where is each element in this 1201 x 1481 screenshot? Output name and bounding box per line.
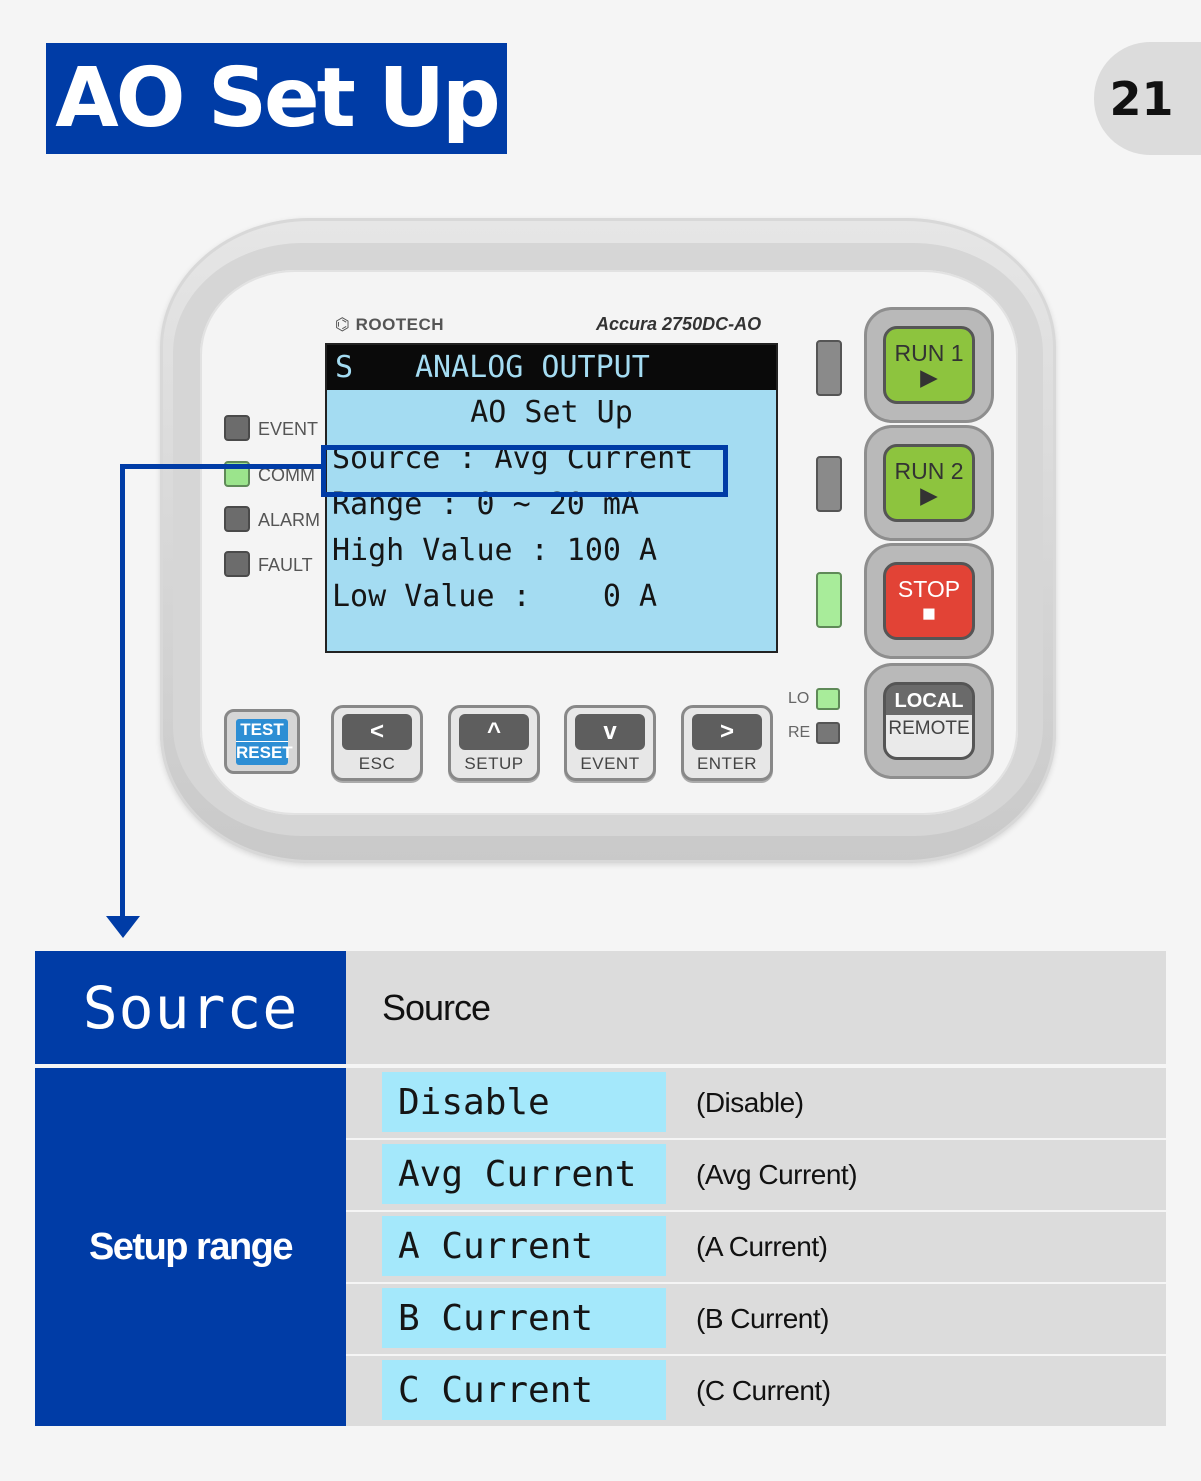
stop-label: STOP: [897, 575, 961, 602]
connector-line-vertical: [120, 464, 125, 920]
table-row: B Current (B Current): [346, 1284, 1166, 1354]
table-row: C Current (C Current): [346, 1356, 1166, 1426]
chevron-down-icon: v: [575, 714, 645, 750]
local-label: LOCAL: [886, 685, 972, 715]
setup-button[interactable]: ^ SETUP: [448, 705, 540, 781]
option-display: Avg Current: [382, 1144, 666, 1204]
alarm-led-label: ALARM: [258, 510, 321, 530]
page-number: 21: [1094, 42, 1201, 155]
event-led-label: EVENT: [258, 419, 319, 439]
run1-button-face: RUN 1 ▶: [883, 326, 975, 404]
local-remote-button-face: LOCAL REMOTE: [883, 682, 975, 760]
run1-indicator-led: [816, 340, 842, 396]
event-led: [224, 415, 250, 441]
lo-led: [816, 688, 840, 710]
run2-button-face: RUN 2 ▶: [883, 444, 975, 522]
re-led: [816, 722, 840, 744]
test-label: TEST: [240, 719, 284, 739]
reset-label: RESET: [236, 740, 293, 762]
arrow-down-icon: [106, 916, 140, 938]
table-row: Avg Current (Avg Current): [346, 1140, 1166, 1210]
lcd-header: S ANALOG OUTPUT: [327, 345, 776, 390]
option-display: C Current: [382, 1360, 666, 1420]
run2-button[interactable]: RUN 2 ▶: [864, 425, 994, 541]
test-reset-button[interactable]: TEST RESET: [224, 709, 300, 774]
model-name: Accura 2750DC-AO: [596, 314, 762, 334]
play-icon: ▶: [920, 364, 938, 390]
stop-button[interactable]: STOP ■: [864, 543, 994, 659]
run1-label: RUN 1: [894, 339, 964, 366]
lcd-header-title: ANALOG OUTPUT: [415, 350, 650, 385]
lcd-subtitle: AO Set Up: [470, 395, 633, 430]
re-label: RE: [788, 724, 811, 741]
page-title: AO Set Up: [46, 43, 507, 154]
source-desc-cell: Source: [346, 951, 1166, 1064]
chevron-up-icon: ^: [459, 714, 529, 750]
stop-square-icon: ■: [922, 600, 936, 626]
event-label: EVENT: [580, 754, 640, 773]
stop-indicator-led: [816, 572, 842, 628]
fault-led: [224, 551, 250, 577]
comm-led-label: COMM: [258, 465, 315, 485]
local-remote-button[interactable]: LOCAL REMOTE: [864, 663, 994, 779]
play-icon: ▶: [920, 482, 938, 508]
lcd-screen: S ANALOG OUTPUT AO Set Up Source : Avg C…: [325, 343, 778, 653]
chevron-left-icon: <: [342, 714, 412, 750]
lcd-line-low-value: Low Value : 0 A: [332, 579, 658, 614]
option-desc: (Avg Current): [696, 1159, 858, 1190]
event-button[interactable]: v EVENT: [564, 705, 656, 781]
chevron-right-icon: >: [692, 714, 762, 750]
run2-label: RUN 2: [894, 457, 964, 484]
enter-button[interactable]: > ENTER: [681, 705, 773, 781]
stop-button-face: STOP ■: [883, 562, 975, 640]
esc-button[interactable]: < ESC: [331, 705, 423, 781]
option-desc: (C Current): [696, 1375, 831, 1406]
table-row: Disable (Disable): [346, 1068, 1166, 1138]
run2-indicator-led: [816, 456, 842, 512]
lcd-header-s: S: [335, 350, 354, 385]
option-display: B Current: [382, 1288, 666, 1348]
option-desc: (B Current): [696, 1303, 829, 1334]
setup-label: SETUP: [464, 754, 524, 773]
remote-label: REMOTE: [886, 715, 972, 757]
alarm-led: [224, 506, 250, 532]
source-display-cell: Source: [35, 951, 346, 1064]
connector-line-horizontal: [120, 464, 322, 469]
brand-logo: ⌬ ROOTECH: [335, 315, 445, 334]
fault-led-label: FAULT: [258, 555, 313, 575]
option-desc: (Disable): [696, 1087, 804, 1118]
table-row: A Current (A Current): [346, 1212, 1166, 1282]
setup-range-label: Setup range: [35, 1068, 346, 1426]
lcd-line-high-value: High Value : 100 A: [332, 533, 658, 568]
enter-label: ENTER: [696, 754, 758, 773]
esc-label: ESC: [358, 754, 396, 773]
lo-label: LO: [788, 690, 810, 707]
option-desc: (A Current): [696, 1231, 828, 1262]
test-reset-face: TEST RESET: [236, 718, 293, 765]
option-display: Disable: [382, 1072, 666, 1132]
source-highlight-box: [321, 445, 728, 497]
option-display: A Current: [382, 1216, 666, 1276]
run1-button[interactable]: RUN 1 ▶: [864, 307, 994, 423]
